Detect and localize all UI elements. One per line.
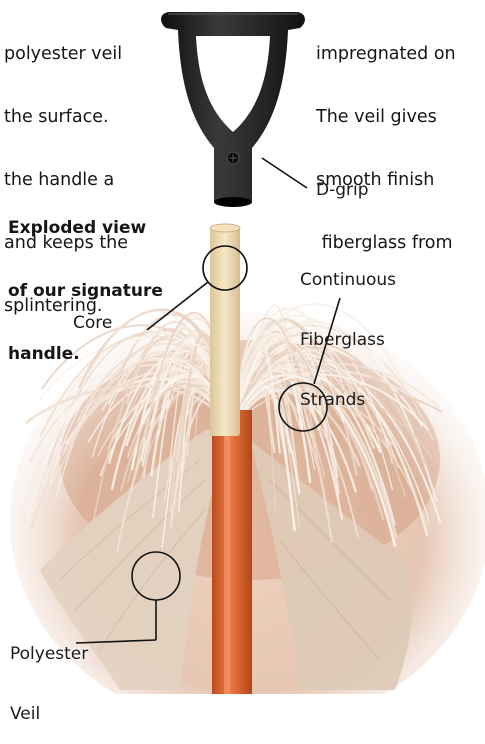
strands-label: Continuous Fiberglass Strands [300,230,396,430]
orange-handle-tube [212,410,252,694]
d-grip [161,12,305,207]
fiberglass-core [210,226,240,436]
veil-label: Polyester Veil [10,604,88,744]
d-grip-label: D-grip [316,180,369,200]
caption: Exploded view of our signature handle. [8,176,163,386]
core-label: Core [73,313,112,333]
